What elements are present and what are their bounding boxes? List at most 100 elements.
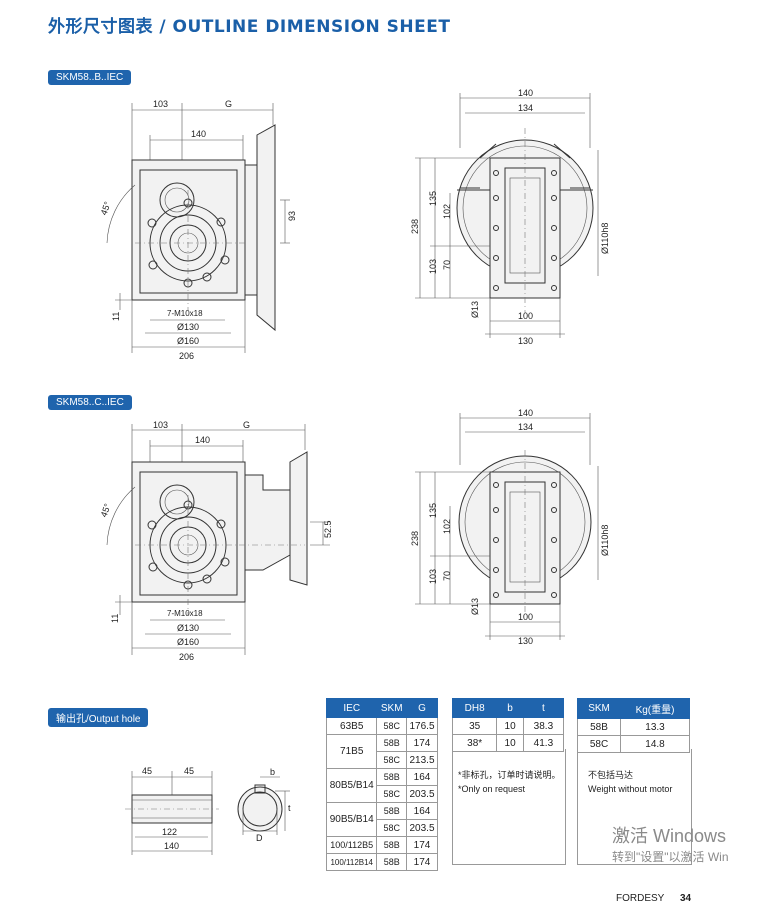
skm-header: SKM [376,698,408,718]
oh-dim-45a: 45 [142,766,152,776]
cell: 58B [376,802,408,820]
cell: 58B [376,734,408,752]
section-badge-b: SKM58..B..IEC [48,70,132,85]
front-dim-238: 238 [410,219,420,234]
oh-dim-122: 122 [162,827,177,837]
hole-note-en: *Only on request [458,784,526,794]
table-row: 58C 14.8 [576,735,690,753]
dim-g-c: G [243,420,250,430]
cell: 90B5/B14 [325,802,378,837]
cell: 14.8 [620,735,690,753]
cell: 174 [406,836,438,854]
cell: 13.3 [620,718,690,736]
dim-93: 93 [287,211,297,221]
dim-52-5: 52.5 [323,520,333,538]
iec-header: IEC [325,698,378,718]
oh-dim-140: 140 [164,841,179,851]
footer-page-number: 34 [680,893,692,904]
d-header: DH8 [451,698,498,718]
t-header: t [522,698,565,718]
kg-header: Kg(重量) [620,698,690,719]
weight-note-en: Weight without motor [588,784,673,794]
table-row: 71B5 58B 174 [325,734,438,769]
cell: 80B5/B14 [325,768,378,803]
front-dim-70: 70 [442,260,452,270]
dim-holes: 7-M10x18 [167,309,203,318]
front-dim-d110: Ø110h8 [600,223,610,254]
cell: 164 [406,768,438,786]
g-header: G [406,698,438,718]
front-dim-134-c: 134 [518,422,533,432]
cell: 58B [376,836,408,854]
hole-note-cn: *非标孔，订单时请说明。 [458,770,561,780]
dim-103-c: 103 [153,420,168,430]
front-dim-102: 102 [442,204,452,219]
front-dim-130: 130 [518,336,533,346]
cell: 100/112B5 [325,836,378,854]
front-dim-102-c: 102 [442,519,452,534]
cell: 213.5 [406,751,438,769]
oh-dim-b: b [270,767,275,777]
weight-note-cn: 不包括马达 [588,770,634,780]
table-row: 100/112B5 58B 174 [325,836,438,854]
cell: 10 [496,717,524,735]
iec-table: IEC SKM G 63B5 58C 176.5 71B5 58B 174 58… [325,698,438,871]
dim-angle-c: 45° [99,502,113,519]
table-row: 100/112B14 58B 174 [325,853,438,871]
dim-d130: Ø130 [177,322,199,332]
cell: 38.3 [522,717,565,735]
front-dim-140-c: 140 [518,408,533,418]
cell: 58B [376,853,408,871]
front-dim-d110-c: Ø110h8 [600,525,610,556]
section-badge-c: SKM58..C..IEC [48,395,132,410]
dim-d160-c: Ø160 [177,637,199,647]
side-view-b-drawing: 103 G 140 45° 93 11 7-M10x18 Ø130 Ø160 2… [99,99,297,361]
weight-table-note-box [577,749,692,865]
dim-206-c: 206 [179,652,194,662]
front-dim-100-c: 100 [518,612,533,622]
dim-103: 103 [153,99,168,109]
output-hole-badge: 输出孔/Output hole [48,708,149,727]
table-row: 38* 10 41.3 [451,734,565,752]
dim-d160: Ø160 [177,336,199,346]
table-row: 80B5/B14 58B 164 [325,768,438,803]
cell: 58B [576,718,622,736]
front-dim-103: 103 [428,259,438,274]
front-view-c-drawing: 140 134 238 135 103 102 70 Ø110h8 Ø13 10… [410,408,610,646]
page-title: 外形尺寸图表 / OUTLINE DIMENSION SHEET [48,17,451,37]
oh-dim-d: D [256,833,263,843]
cell: 41.3 [522,734,565,752]
b-header: b [496,698,524,718]
dim-140: 140 [191,129,206,139]
table-row: 58B 13.3 [576,718,690,736]
front-dim-70-c: 70 [442,571,452,581]
dim-holes-c: 7-M10x18 [167,609,203,618]
oh-dim-45b: 45 [184,766,194,776]
footer-brand: FORDESY [616,893,665,904]
dim-11: 11 [111,312,121,321]
front-dim-135: 135 [428,191,438,206]
cell: 63B5 [325,717,378,735]
dim-g: G [225,99,232,109]
front-dim-d13-c: Ø13 [470,598,480,615]
front-dim-130-c: 130 [518,636,533,646]
dim-140-c: 140 [195,435,210,445]
skm-weight-header: SKM [576,698,622,719]
front-dim-134: 134 [518,103,533,113]
cell: 38* [451,734,498,752]
cell: 174 [406,853,438,871]
dim-11-c: 11 [110,614,120,623]
hole-table: DH8 b t 35 10 38.3 38* 10 41.3 [451,698,565,752]
cell: 58C [576,735,622,753]
cell: 174 [406,734,438,752]
weight-table: SKM Kg(重量) 58B 13.3 58C 14.8 [576,698,690,753]
front-dim-135-c: 135 [428,503,438,518]
hole-table-note-box [452,749,566,865]
front-dim-d13: Ø13 [470,301,480,318]
cell: 58C [376,717,408,735]
front-dim-140: 140 [518,88,533,98]
activation-watermark-title: 激活 Windows [612,826,727,846]
front-dim-100: 100 [518,311,533,321]
cell: 164 [406,802,438,820]
table-row: 63B5 58C 176.5 [325,717,438,735]
